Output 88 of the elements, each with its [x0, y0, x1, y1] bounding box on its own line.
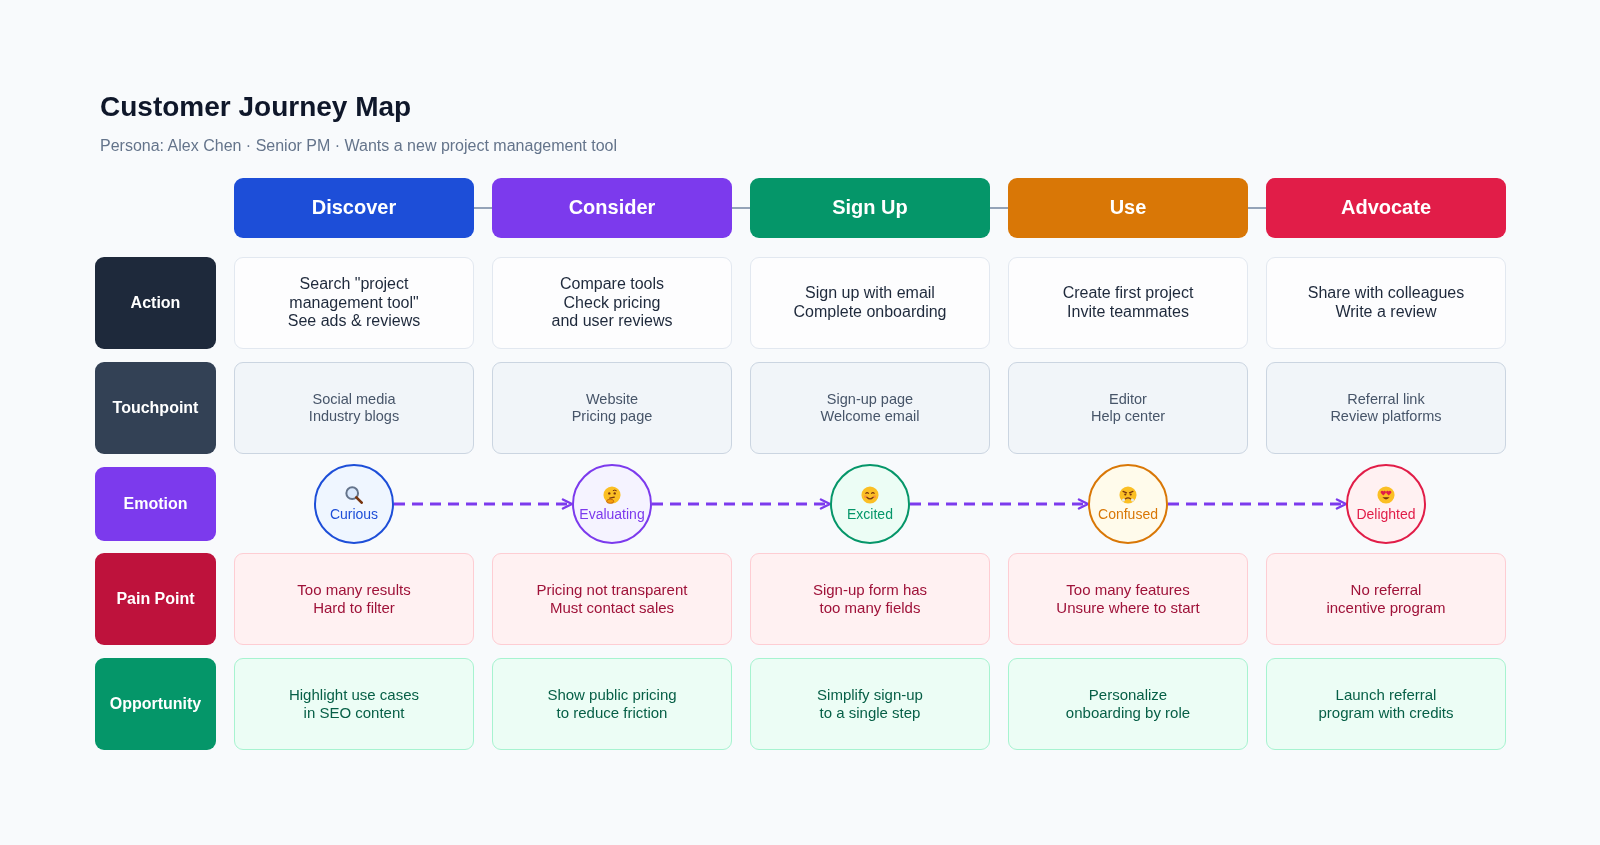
connector-line — [731, 207, 751, 209]
emotion-label: Curious — [329, 505, 379, 523]
pain-point-text: Too many features — [1066, 581, 1190, 599]
stage-name: Advocate — [1341, 196, 1431, 220]
emotion-label: Delighted — [1356, 505, 1416, 523]
emotion-label: Excited — [847, 505, 893, 523]
action-text: Compare tools — [559, 274, 664, 294]
stage-name: Discover — [311, 196, 397, 220]
pain-point-text: Unsure where to start — [1056, 599, 1200, 617]
row-label: Emotion — [123, 494, 188, 514]
row-label: Pain Point — [116, 589, 195, 609]
touchpoint-text: Pricing page — [571, 408, 653, 425]
page-title: Customer Journey Map — [100, 91, 412, 123]
stage-name: Use — [1109, 196, 1147, 220]
row-header — [95, 553, 216, 645]
pain-point-card — [750, 553, 990, 645]
stage-header — [1008, 178, 1248, 238]
action-text: Invite teammates — [1067, 303, 1189, 322]
touchpoint-card — [492, 362, 732, 454]
pain-point-card — [492, 553, 732, 645]
opportunity-text: Highlight use cases in SEO content — [287, 686, 421, 722]
touchpoint-text: Editor — [1109, 391, 1147, 408]
row-header — [95, 658, 216, 750]
emotion-label: Confused — [1098, 505, 1158, 523]
stage-header — [750, 178, 990, 238]
row-label: Touchpoint — [112, 398, 199, 418]
opportunity-text: Show public pricing to reduce friction — [546, 686, 678, 722]
connector-line — [989, 207, 1009, 209]
connector-line — [1247, 207, 1267, 209]
connector-line — [473, 207, 493, 209]
dashed-arrow — [394, 498, 574, 510]
touchpoint-card — [234, 362, 474, 454]
dashed-arrow — [1168, 498, 1348, 510]
row-header — [95, 257, 216, 349]
persona-subtitle: Persona: Alex Chen · Senior PM · Wants a new project management tool — [100, 137, 617, 155]
action-card — [234, 257, 474, 349]
touchpoint-text: Welcome email — [820, 408, 920, 425]
action-card — [492, 257, 732, 349]
pain-point-text: Must contact sales — [549, 599, 675, 617]
touchpoint-text: Review platforms — [1330, 408, 1442, 425]
action-text: Search "project management tool" — [288, 274, 420, 313]
action-text: See ads & reviews — [287, 312, 421, 332]
emotion-label: Evaluating — [579, 505, 645, 523]
dashed-arrow — [652, 498, 832, 510]
pain-point-card — [1008, 553, 1248, 645]
row-header — [95, 467, 216, 541]
touchpoint-text: Referral link — [1347, 391, 1425, 408]
stage-header — [234, 178, 474, 238]
action-card — [1266, 257, 1506, 349]
pain-point-card — [1266, 553, 1506, 645]
row-label: Opportunity — [109, 694, 202, 714]
action-text: Write a review — [1335, 303, 1437, 322]
pain-point-text: Too many results — [297, 581, 411, 599]
opportunity-card — [234, 658, 474, 750]
touchpoint-text: Social media — [312, 391, 396, 408]
opportunity-text: Simplify sign-up to a single step — [816, 686, 924, 722]
dashed-arrow — [910, 498, 1090, 510]
opportunity-card — [1008, 658, 1248, 750]
action-text: Complete onboarding — [793, 303, 947, 322]
action-card — [1008, 257, 1248, 349]
row-label: Action — [130, 293, 181, 313]
row-header — [95, 362, 216, 454]
stage-name: Sign Up — [832, 196, 908, 220]
touchpoint-text: Help center — [1090, 408, 1166, 425]
opportunity-card — [750, 658, 990, 750]
opportunity-text: Launch referral program with credits — [1317, 686, 1455, 722]
touchpoint-card — [1266, 362, 1506, 454]
pain-point-text: No referral incentive program — [1325, 581, 1447, 617]
action-text: Share with colleagues — [1307, 284, 1465, 303]
opportunity-card — [492, 658, 732, 750]
stage-header — [1266, 178, 1506, 238]
action-text: Check pricing and user reviews — [550, 293, 674, 332]
stage-header — [492, 178, 732, 238]
pain-point-text: Sign-up form has too many fields — [811, 581, 929, 617]
action-text: Create first project — [1062, 284, 1194, 303]
touchpoint-card — [1008, 362, 1248, 454]
action-text: Sign up with email — [805, 284, 935, 303]
touchpoint-card — [750, 362, 990, 454]
stage-name: Consider — [568, 196, 656, 220]
pain-point-text: Hard to filter — [313, 599, 395, 617]
opportunity-text: Personalize onboarding by role — [1064, 686, 1192, 722]
touchpoint-text: Industry blogs — [308, 408, 400, 425]
opportunity-card — [1266, 658, 1506, 750]
action-card — [750, 257, 990, 349]
touchpoint-text: Sign-up page — [826, 391, 914, 408]
touchpoint-text: Website — [585, 391, 639, 408]
pain-point-card — [234, 553, 474, 645]
pain-point-text: Pricing not transparent — [536, 581, 688, 599]
